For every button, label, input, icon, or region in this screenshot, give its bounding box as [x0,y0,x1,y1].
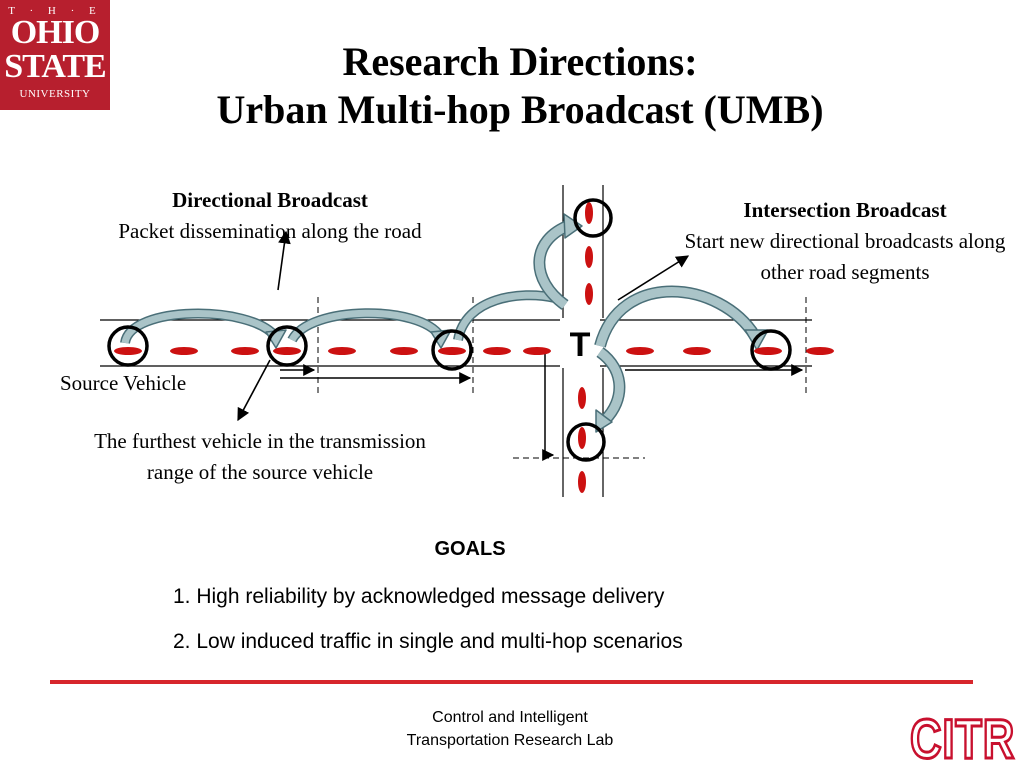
footer-lab-line-2: Transportation Research Lab [406,732,614,749]
directional-broadcast-heading: Directional Broadcast [172,188,368,212]
logo-state: STATE [4,48,106,85]
hop-arrows [120,213,769,433]
broadcast-circles [107,198,792,462]
source-vehicle-label: Source Vehicle [60,371,187,395]
goals-title: GOALS [434,538,506,560]
logo-the: T · H · E [8,5,102,17]
goal-item: 1. High reliability by acknowledged mess… [173,585,665,608]
intersection-broadcast-description: Start new directional broadcasts along o… [684,229,1006,284]
vehicles-horizontal [114,347,834,355]
logo-ohio: OHIO [10,14,101,51]
junction-marker: T [570,326,591,364]
slide-title: Research Directions: Urban Multi-hop Bro… [110,38,930,134]
footer-lab-line-1: Control and Intelligent [432,709,588,726]
intersection-broadcast-heading: Intersection Broadcast [743,198,947,222]
directional-broadcast-description: Packet dissemination along the road [118,219,422,243]
footer-lab-name: Control and Intelligent Transportation R… [360,706,660,752]
logo-university: UNIVERSITY [19,88,91,100]
furthest-vehicle-label: The furthest vehicle in the transmission… [94,429,426,484]
title-line-1: Research Directions: [342,39,698,84]
citr-logo: CITR [909,706,1016,771]
goal-item: 2. Low induced traffic in single and mul… [173,630,683,653]
osu-logo: T · H · E OHIO STATE UNIVERSITY [0,0,110,110]
footer-divider [50,680,973,684]
label-pointers [237,230,690,422]
horizontal-road [100,319,812,367]
intersection-broadcast-label: Intersection Broadcast Start new directi… [670,195,1020,288]
directional-broadcast-label: Directional Broadcast Packet disseminati… [60,185,480,247]
title-line-2: Urban Multi-hop Broadcast (UMB) [216,87,824,132]
vehicles-vertical [578,202,593,493]
